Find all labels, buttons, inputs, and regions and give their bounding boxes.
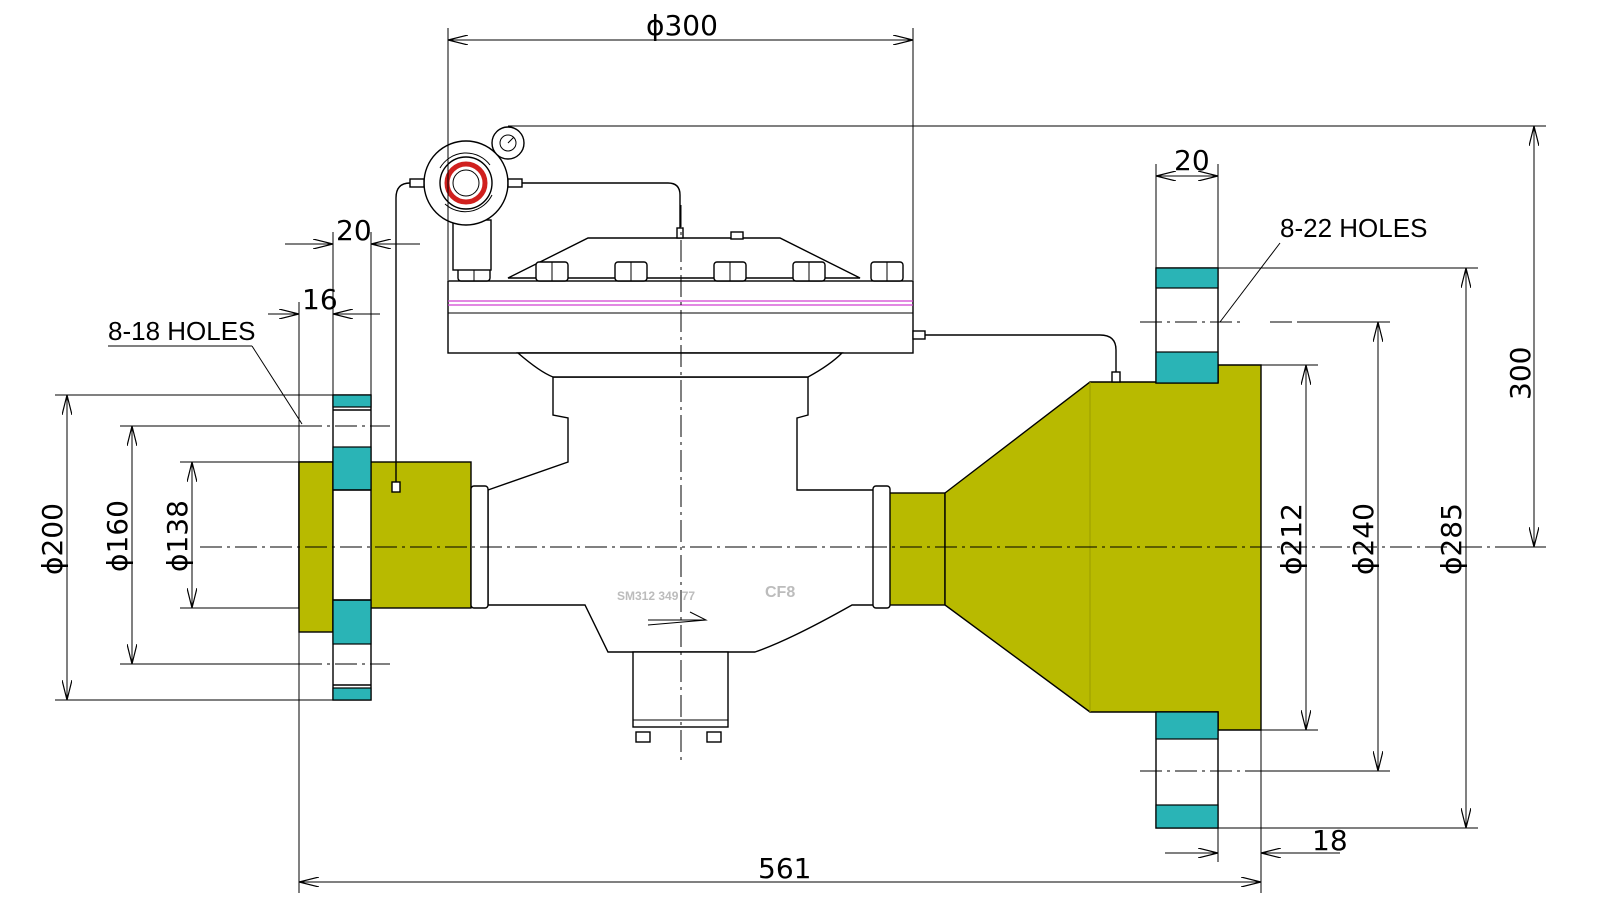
left-flange-hole-bottom (332, 599, 372, 645)
svg-text:20: 20 (1174, 144, 1210, 177)
dim-left-flange-thickness: 20 (285, 214, 420, 395)
left-flange-rim-top (332, 394, 372, 408)
right-flange-rim-top (1155, 267, 1219, 289)
dim-left-flange-inner: 16 (268, 283, 380, 462)
sensing-line-left (395, 182, 411, 490)
dim-overall-length: 561 (298, 608, 1262, 893)
dim-right-flange-thickness: 20 (1155, 144, 1219, 268)
sensing-line-top (522, 182, 681, 238)
right-flange-hole-top (1155, 351, 1219, 384)
svg-text:300: 300 (1504, 347, 1537, 400)
bottom-bolt-left (635, 731, 651, 743)
outlet-neck (888, 492, 946, 606)
svg-text:16: 16 (302, 283, 338, 316)
right-flange-rim-bottom (1155, 804, 1219, 829)
svg-text:ϕ240: ϕ240 (1347, 503, 1380, 575)
svg-text:18: 18 (1312, 824, 1348, 857)
svg-text:ϕ285: ϕ285 (1435, 503, 1468, 575)
svg-text:ϕ200: ϕ200 (36, 503, 69, 575)
dim-left-d200: ϕ200 (36, 394, 333, 701)
sensing-line-right (913, 334, 1117, 378)
svg-text:8-18 HOLES: 8-18 HOLES (108, 316, 255, 346)
dim-right-d212: ϕ212 (1261, 364, 1318, 731)
svg-text:ϕ138: ϕ138 (161, 500, 194, 572)
right-reducer (888, 267, 1300, 829)
pilot-stem (452, 219, 492, 271)
left-flange-rim-bottom (332, 687, 372, 701)
left-holes-note: 8-18 HOLES (108, 316, 303, 425)
pilot-assembly (391, 126, 1121, 493)
svg-text:8-22 HOLES: 8-22 HOLES (1280, 213, 1427, 243)
svg-text:ϕ160: ϕ160 (101, 500, 134, 572)
svg-text:ϕ212: ϕ212 (1275, 503, 1308, 575)
dim-top-diameter: ϕ300 (447, 9, 914, 280)
bonnet-vent (730, 231, 744, 240)
dim-height: 300 (508, 125, 1546, 548)
right-flange-hole-bottom (1155, 711, 1219, 740)
svg-text:561: 561 (758, 852, 811, 885)
svg-text:20: 20 (336, 214, 372, 247)
bottom-bolt-right (706, 731, 722, 743)
right-holes-note: 8-22 HOLES (1219, 213, 1427, 323)
dim-left-d138: ϕ138 (161, 461, 299, 609)
body-code: SM312 349 77 (617, 589, 695, 603)
dim-right-bottom: 18 (1165, 730, 1348, 862)
dim-right-d240: ϕ240 (1250, 321, 1390, 772)
bonnet-bolts (457, 261, 904, 282)
dim-left-d160: ϕ160 (101, 425, 300, 665)
svg-text:ϕ300: ϕ300 (646, 9, 718, 42)
body-material: CF8 (765, 584, 795, 601)
left-flange-hole-top (332, 446, 372, 491)
